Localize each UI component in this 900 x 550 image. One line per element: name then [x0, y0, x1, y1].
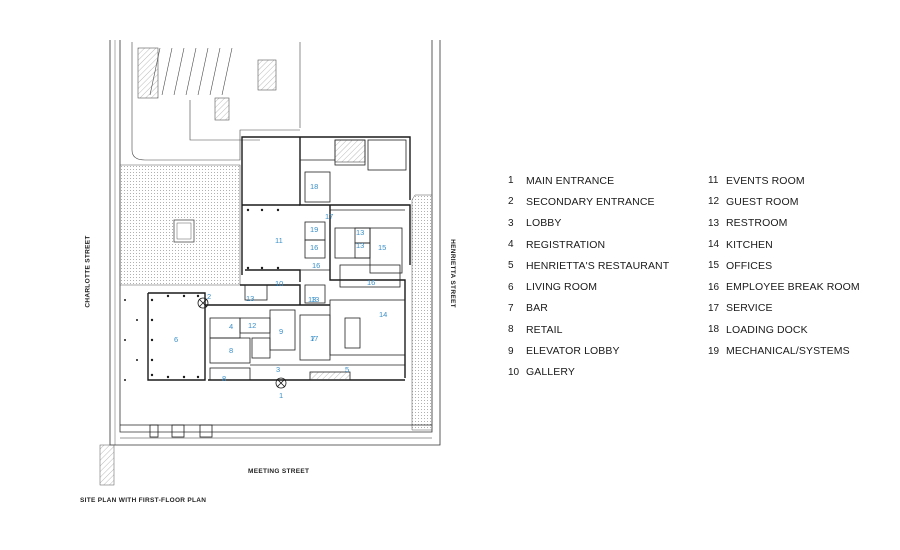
legend-number: 13: [708, 217, 720, 229]
legend-label: REGISTRATION: [526, 238, 606, 251]
legend-item: 19 MECHANICAL/SYSTEMS: [708, 340, 860, 361]
room-tag: 13: [356, 241, 364, 250]
room-tag: 16: [312, 261, 320, 270]
legend-item: 13 RESTROOM: [708, 213, 860, 234]
legend-number: 7: [508, 302, 514, 314]
room-tag: 11: [275, 236, 283, 245]
legend-number: 9: [508, 345, 514, 357]
legend-item: 6 LIVING ROOM: [508, 276, 669, 297]
legend-item: 5 HENRIETTA'S RESTAURANT: [508, 255, 669, 276]
room-tag: 8: [222, 374, 226, 383]
legend-label: LOADING DOCK: [726, 323, 808, 336]
legend-number: 14: [708, 239, 720, 251]
legend-label: MAIN ENTRANCE: [526, 174, 615, 187]
room-tag: 13: [356, 228, 364, 237]
room-tag: 16: [310, 243, 318, 252]
legend-label: KITCHEN: [726, 238, 773, 251]
room-tag: 14: [379, 310, 387, 319]
room-tag: 13: [308, 295, 316, 304]
legend-label: SERVICE: [726, 302, 773, 315]
legend-label: EMPLOYEE BREAK ROOM: [726, 281, 860, 294]
room-tag: 4: [229, 322, 233, 331]
legend-label: MECHANICAL/SYSTEMS: [726, 345, 850, 358]
legend-item: 12 GUEST ROOM: [708, 191, 860, 212]
legend-item: 11 EVENTS ROOM: [708, 170, 860, 191]
legend-label: HENRIETTA'S RESTAURANT: [526, 259, 670, 272]
legend-number: 11: [708, 175, 719, 187]
legend-number: 12: [708, 196, 720, 208]
room-tags: 1 2 3 4 5 6 7 8 8 9 10 11 12 13 13 13 13…: [174, 182, 387, 400]
legend-item: 3 LOBBY: [508, 213, 669, 234]
legend-number: 1: [508, 175, 514, 187]
legend-number: 5: [508, 260, 514, 272]
street-frontage: [99, 424, 432, 486]
room-tag: 13: [311, 295, 319, 304]
room-tag: 13: [246, 294, 254, 303]
legend-number: 8: [508, 324, 514, 336]
legend-number: 6: [508, 281, 514, 293]
room-tag: 10: [275, 279, 283, 288]
legend-label: ELEVATOR LOBBY: [526, 345, 620, 358]
legend-number: 18: [708, 324, 720, 336]
room-tag: 15: [378, 243, 386, 252]
legend-item: 8 RETAIL: [508, 319, 669, 340]
legend-number: 17: [708, 302, 720, 314]
legend-label: OFFICES: [726, 259, 773, 272]
legend-number: 16: [708, 281, 720, 293]
legend-item: 10 GALLERY: [508, 362, 669, 383]
room-tag: 17: [310, 334, 318, 343]
legend-label: LOBBY: [526, 217, 562, 230]
legend-label: EVENTS ROOM: [726, 174, 805, 187]
room-tag: 1: [279, 391, 283, 400]
room-tag: 5: [345, 365, 349, 374]
legend-column-right: 11 EVENTS ROOM 12 GUEST ROOM 13 RESTROOM 14…: [708, 170, 860, 362]
room-tag: 3: [276, 365, 280, 374]
legend-item: 18 LOADING DOCK: [708, 319, 860, 340]
room-tag: 12: [248, 321, 256, 330]
legend-label: RESTROOM: [726, 217, 788, 230]
legend-label: SECONDARY ENTRANCE: [526, 195, 655, 208]
parking-lot: [131, 42, 301, 161]
room-tag: 19: [310, 225, 318, 234]
room-tag: 6: [174, 335, 178, 344]
legend-label: LIVING ROOM: [526, 281, 598, 294]
room-tag: 7: [311, 334, 315, 343]
legend-number: 19: [708, 345, 720, 357]
legend-item: 9 ELEVATOR LOBBY: [508, 340, 669, 361]
entrance-markers: [197, 297, 287, 389]
legend-label: BAR: [526, 302, 548, 315]
legend-item: 1 MAIN ENTRANCE: [508, 170, 669, 191]
legend-item: 14 KITCHEN: [708, 234, 860, 255]
legend-label: GUEST ROOM: [726, 195, 799, 208]
legend-item: 4 REGISTRATION: [508, 234, 669, 255]
room-tag: 16: [367, 278, 375, 287]
legend-number: 4: [508, 239, 514, 251]
courtyard: [119, 164, 433, 431]
plan-caption: SITE PLAN WITH FIRST-FLOOR PLAN: [80, 497, 207, 504]
legend-label: GALLERY: [526, 366, 575, 379]
street-label-henrietta: HENRIETTA STREET: [448, 239, 456, 308]
street-label-meeting: MEETING STREET: [248, 468, 310, 475]
room-tag: 18: [310, 182, 318, 191]
legend-item: 15 OFFICES: [708, 255, 860, 276]
legend-item: 2 SECONDARY ENTRANCE: [508, 191, 669, 212]
room-tag: 8: [229, 346, 233, 355]
room-tag: 17: [325, 212, 333, 221]
legend-number: 3: [508, 217, 514, 229]
legend-item: 16 EMPLOYEE BREAK ROOM: [708, 276, 860, 297]
legend-item: 17 SERVICE: [708, 298, 860, 319]
legend-item: 7 BAR: [508, 298, 669, 319]
legend-number: 10: [508, 366, 520, 378]
street-label-charlotte: CHARLOTTE STREET: [84, 235, 92, 308]
legend-label: RETAIL: [526, 323, 563, 336]
interior-partitions: [209, 139, 407, 381]
columns: [124, 208, 280, 381]
room-tag: 2: [207, 292, 211, 301]
room-tag: 9: [279, 327, 283, 336]
legend-number: 15: [708, 260, 720, 272]
legend-column-left: 1 MAIN ENTRANCE 2 SECONDARY ENTRANCE 3 LOBB…: [508, 170, 669, 383]
legend-number: 2: [508, 196, 514, 208]
